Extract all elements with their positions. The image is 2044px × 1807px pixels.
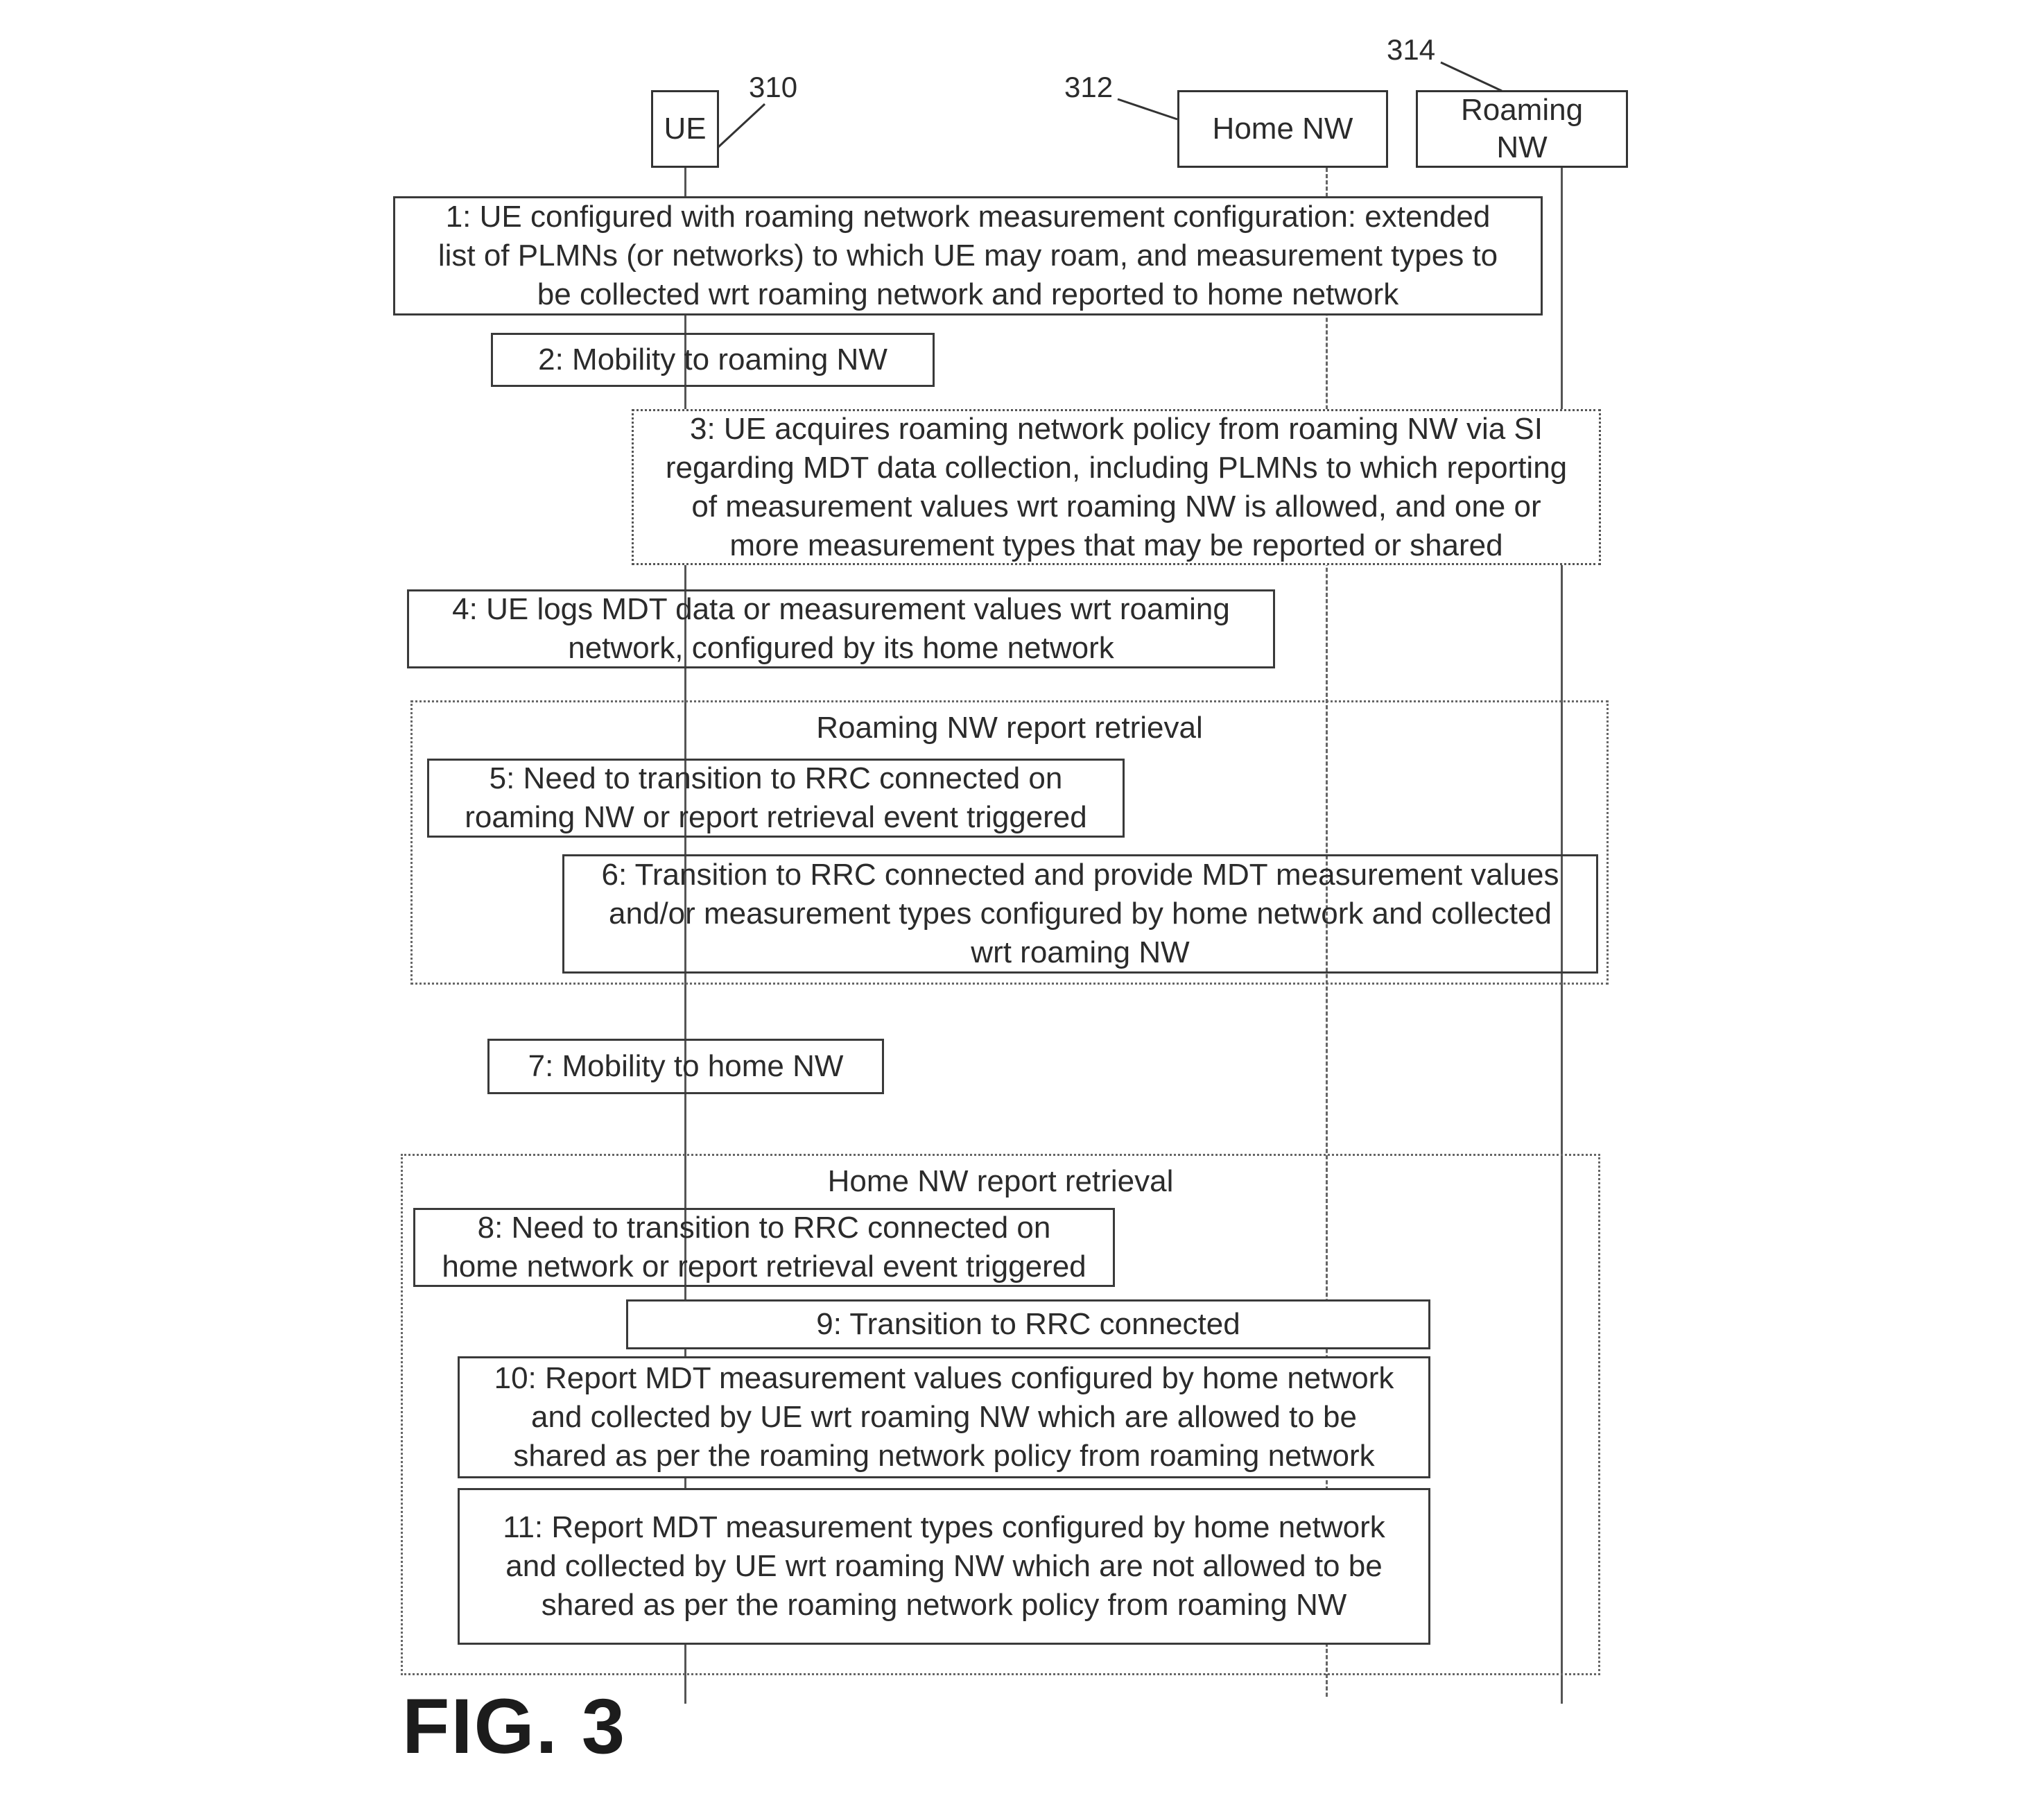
step-3-acquire-policy: 3: UE acquires roaming network policy fr…: [632, 409, 1601, 565]
roaming-nw-report-retrieval-title: Roaming NW report retrieval: [816, 711, 1203, 745]
ue-reference-number: 310: [749, 71, 798, 103]
step-8-need-transition-home: 8: Need to transition to RRC connected o…: [413, 1208, 1115, 1287]
step-11-report-not-allowed-types: 11: Report MDT measurement types configu…: [458, 1488, 1430, 1645]
home-nw-report-retrieval-group: Home NW report retrieval: [401, 1154, 1600, 1675]
step-4-log-mdt-data: 4: UE logs MDT data or measurement value…: [407, 589, 1275, 668]
step-10-report-allowed-values: 10: Report MDT measurement values config…: [458, 1356, 1430, 1478]
step-9-transition-rrc: 9: Transition to RRC connected: [626, 1299, 1430, 1349]
step-5-need-transition-roaming: 5: Need to transition to RRC connected o…: [427, 759, 1125, 838]
roaming-nw-report-retrieval-group: Roaming NW report retrieval: [410, 700, 1609, 985]
home-nw-participant: Home NW: [1177, 90, 1388, 168]
roaming-nw-participant: Roaming NW: [1416, 90, 1628, 168]
home-nw-report-retrieval-title: Home NW report retrieval: [827, 1164, 1174, 1198]
step-7-mobility-home: 7: Mobility to home NW: [487, 1039, 884, 1094]
step-2-mobility-roaming: 2: Mobility to roaming NW: [491, 333, 935, 387]
roaming-nw-lifeline: [1561, 168, 1563, 1704]
ue-participant: UE: [651, 90, 719, 168]
step-1-configuration: 1: UE configured with roaming network me…: [393, 196, 1543, 315]
roaming-nw-reference-number: 314: [1387, 33, 1436, 66]
step-6-provide-measurements: 6: Transition to RRC connected and provi…: [562, 854, 1598, 974]
home-nw-reference-number: 312: [1064, 71, 1114, 103]
ue-lifeline: [684, 168, 686, 1704]
figure-label: FIG. 3: [402, 1683, 627, 1770]
home-nw-lifeline: [1326, 168, 1328, 1697]
